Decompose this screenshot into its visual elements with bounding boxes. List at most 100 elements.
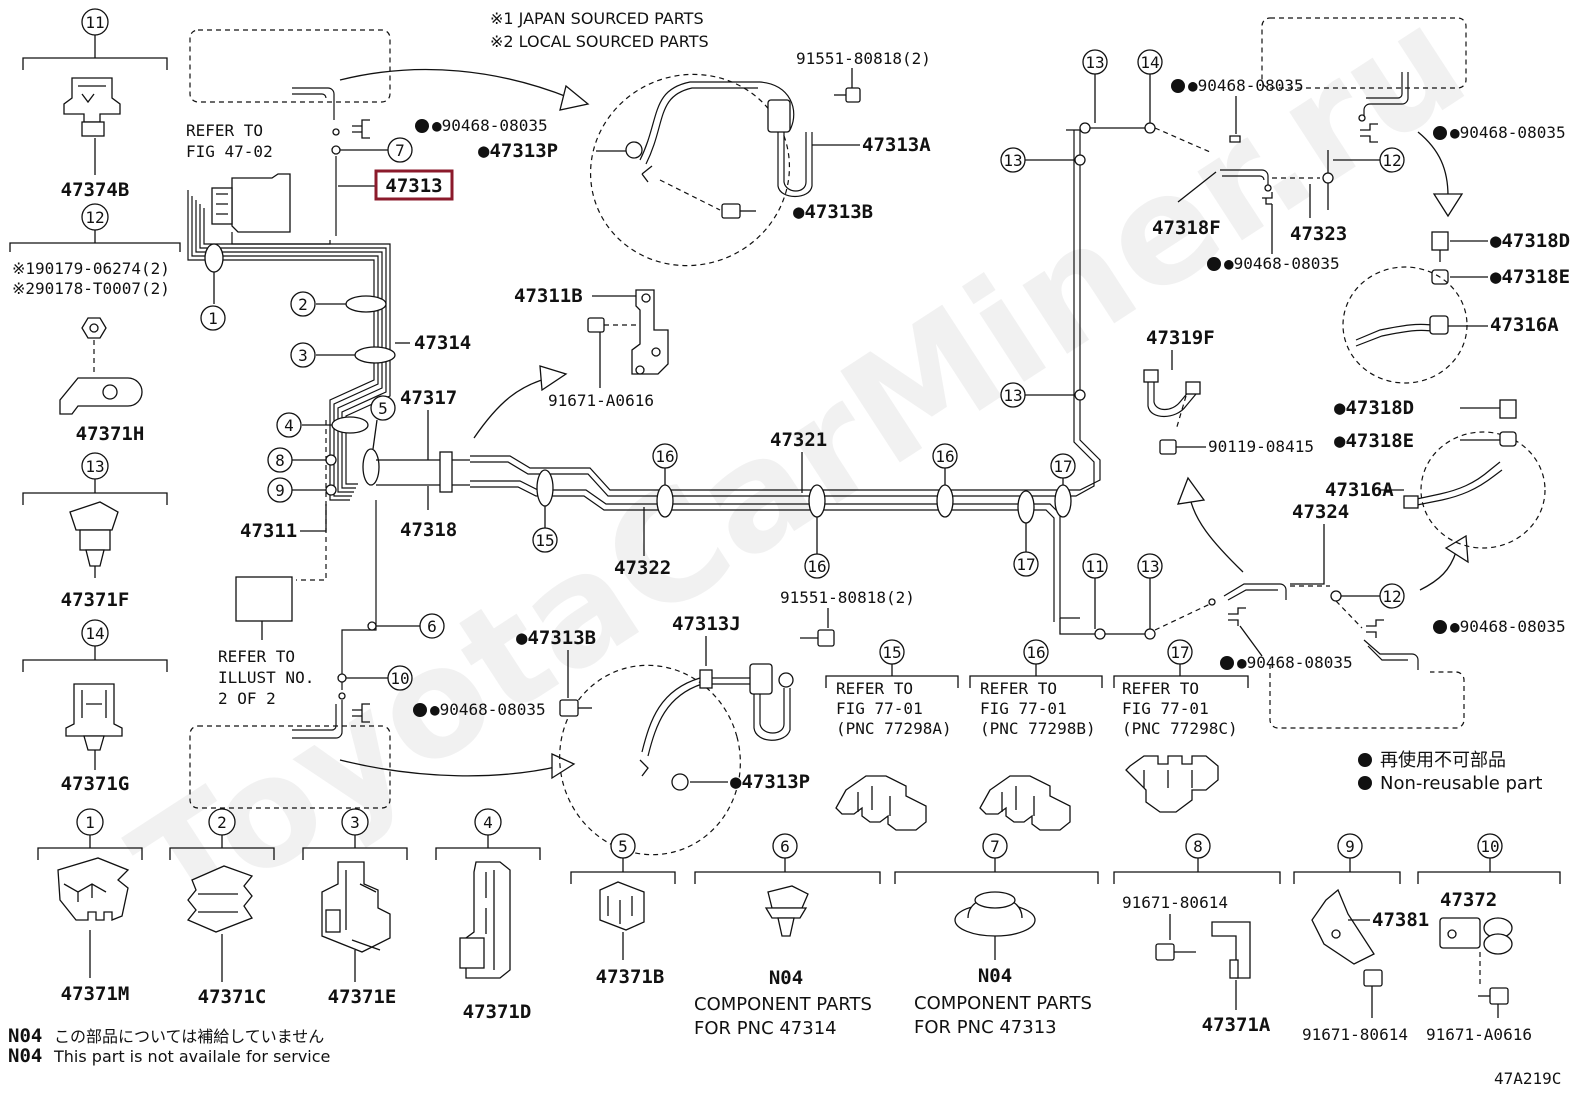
part-47374B[interactable]: 47374B — [61, 179, 130, 201]
svg-text:11: 11 — [1085, 557, 1104, 576]
refer-illust-l3[interactable]: 2 OF 2 — [218, 689, 276, 708]
callout-17-diagram-a[interactable] — [1013, 551, 1039, 577]
callout-15-diagram[interactable] — [532, 527, 558, 553]
part-47371D[interactable]: 47371D — [463, 1001, 532, 1023]
callout-8-diagram[interactable] — [267, 447, 293, 473]
refer-77298C-l2[interactable]: FIG 77-01 — [1122, 699, 1209, 718]
part-47314[interactable]: 47314 — [414, 332, 471, 354]
part-47313P-top[interactable]: ●47313P — [478, 140, 558, 162]
part-47371G[interactable]: 47371G — [61, 773, 130, 795]
part-47324[interactable]: 47324 — [1292, 501, 1349, 523]
callout-16-diagram-c[interactable] — [932, 443, 958, 469]
callout-1-diagram[interactable] — [200, 305, 226, 331]
refer-77298A-l2[interactable]: FIG 77-01 — [836, 699, 923, 718]
part-90468-08035-g[interactable]: ●90468-08035 — [1450, 617, 1566, 636]
part-47381[interactable]: 47381 — [1372, 909, 1429, 931]
callout-9-diagram[interactable] — [267, 477, 293, 503]
bolt-91551-top-icon — [834, 87, 861, 103]
clamp-77298A-icon — [835, 775, 927, 831]
part-47318E-bottom[interactable]: ●47318E — [1334, 430, 1414, 452]
part-47311[interactable]: 47311 — [240, 520, 297, 542]
svg-text:16: 16 — [1026, 643, 1045, 662]
refer-77298C-l1[interactable]: REFER TO — [1122, 679, 1199, 698]
part-47316A-bottom[interactable]: 47316A — [1325, 479, 1394, 501]
clamp-47371M-icon — [57, 857, 130, 921]
svg-text:13: 13 — [1140, 557, 1159, 576]
part-47311B[interactable]: 47311B — [514, 285, 583, 307]
refer-illust-l1[interactable]: REFER TO — [218, 647, 295, 666]
part-290178-T0007[interactable]: ※290178-T0007(2) — [12, 279, 170, 298]
part-47313J[interactable]: 47313J — [672, 613, 741, 635]
part-47372[interactable]: 47372 — [1440, 889, 1497, 911]
part-47322[interactable]: 47322 — [614, 557, 671, 579]
part-90468-08035-e[interactable]: ●90468-08035 — [1224, 254, 1340, 273]
callout-17-diagram-b[interactable] — [1050, 453, 1076, 479]
svg-text:5: 5 — [618, 837, 628, 856]
part-47316A-top[interactable]: 47316A — [1490, 314, 1559, 336]
part-47319F[interactable]: 47319F — [1146, 327, 1215, 349]
refer-77298A-l1[interactable]: REFER TO — [836, 679, 913, 698]
refer-fig-47-02-l2[interactable]: FIG 47-02 — [186, 142, 273, 161]
part-91671-80614-a[interactable]: 91671-80614 — [1122, 893, 1228, 912]
callout-16-diagram-b[interactable] — [804, 553, 830, 579]
part-47318F[interactable]: 47318F — [1152, 217, 1221, 239]
part-47318E-top[interactable]: ●47318E — [1490, 266, 1570, 288]
svg-text:10: 10 — [390, 669, 409, 688]
part-47371H[interactable]: 47371H — [76, 423, 145, 445]
part-47371C[interactable]: 47371C — [198, 986, 267, 1008]
part-47313B-bottom[interactable]: ●47313B — [516, 627, 596, 649]
refer-77298B-l3[interactable]: (PNC 77298B) — [980, 719, 1096, 738]
part-90468-08035-a[interactable]: ●90468-08035 — [432, 116, 548, 135]
part-91671-A0616-center[interactable]: 91671-A0616 — [548, 391, 654, 410]
part-47318[interactable]: 47318 — [400, 519, 457, 541]
refer-77298A-l3[interactable]: (PNC 77298A) — [836, 719, 952, 738]
part-47317[interactable]: 47317 — [400, 387, 457, 409]
svg-text:15: 15 — [882, 643, 901, 662]
clamp-47371C-icon — [186, 865, 254, 933]
part-47313-highlighted[interactable]: 47313 — [385, 175, 442, 197]
part-91671-80614-b[interactable]: 91671-80614 — [1302, 1025, 1408, 1044]
refer-77298C-l3[interactable]: (PNC 77298C) — [1122, 719, 1238, 738]
part-91551-80818-a[interactable]: 91551-80818(2) — [796, 49, 931, 68]
part-90468-08035-f[interactable]: ●90468-08035 — [1237, 653, 1353, 672]
callout-7-diagram[interactable] — [387, 137, 413, 163]
part-90468-08035-b[interactable]: ●90468-08035 — [430, 700, 546, 719]
callout-2-diagram[interactable] — [290, 291, 316, 317]
part-47321[interactable]: 47321 — [770, 429, 827, 451]
part-47318D-top[interactable]: ●47318D — [1490, 230, 1570, 252]
callout-4-diagram[interactable] — [276, 412, 302, 438]
nut-47318E-bottom-icon — [1499, 431, 1517, 447]
refer-77298B-l1[interactable]: REFER TO — [980, 679, 1057, 698]
clip-47374B-icon — [63, 77, 121, 137]
callout-6-diagram[interactable] — [419, 613, 445, 639]
part-47371E[interactable]: 47371E — [328, 986, 397, 1008]
part-90468-08035-c[interactable]: ●90468-08035 — [1450, 123, 1566, 142]
svg-text:16: 16 — [935, 447, 954, 466]
callout-16-diagram-a[interactable] — [652, 443, 678, 469]
part-90119-08415[interactable]: 90119-08415 — [1208, 437, 1314, 456]
callout-12-diagram-b[interactable] — [1379, 583, 1405, 609]
refer-illust-l2[interactable]: ILLUST NO. — [218, 668, 314, 687]
part-47313A[interactable]: 47313A — [862, 134, 931, 156]
part-47371A[interactable]: 47371A — [1202, 1014, 1271, 1036]
part-90468-08035-d[interactable]: ●90468-08035 — [1188, 76, 1304, 95]
callout-10-diagram[interactable] — [387, 665, 413, 691]
callout-3-diagram[interactable] — [290, 342, 316, 368]
refer-fig-47-02-l1[interactable]: REFER TO — [186, 121, 263, 140]
part-47371F[interactable]: 47371F — [61, 589, 130, 611]
part-47371B[interactable]: 47371B — [596, 966, 665, 988]
part-47318D-bottom[interactable]: ●47318D — [1334, 397, 1414, 419]
part-91551-80818-b[interactable]: 91551-80818(2) — [780, 588, 915, 607]
part-190179-06274[interactable]: ※190179-06274(2) — [12, 259, 170, 278]
legend-dot-en — [1358, 776, 1372, 790]
refer-77298B-l2[interactable]: FIG 77-01 — [980, 699, 1067, 718]
callout-12-diagram-a[interactable] — [1379, 147, 1405, 173]
part-47313B-top[interactable]: ●47313B — [793, 201, 873, 223]
bleeder-47318D-top-icon — [1431, 231, 1449, 262]
part-47323[interactable]: 47323 — [1290, 223, 1347, 245]
part-47313P-bottom[interactable]: ●47313P — [730, 771, 810, 793]
callout-5-diagram[interactable] — [370, 395, 396, 421]
part-91671-A0616-right[interactable]: 91671-A0616 — [1426, 1025, 1532, 1044]
part-47371M[interactable]: 47371M — [61, 983, 130, 1005]
nut-icon — [81, 317, 107, 339]
